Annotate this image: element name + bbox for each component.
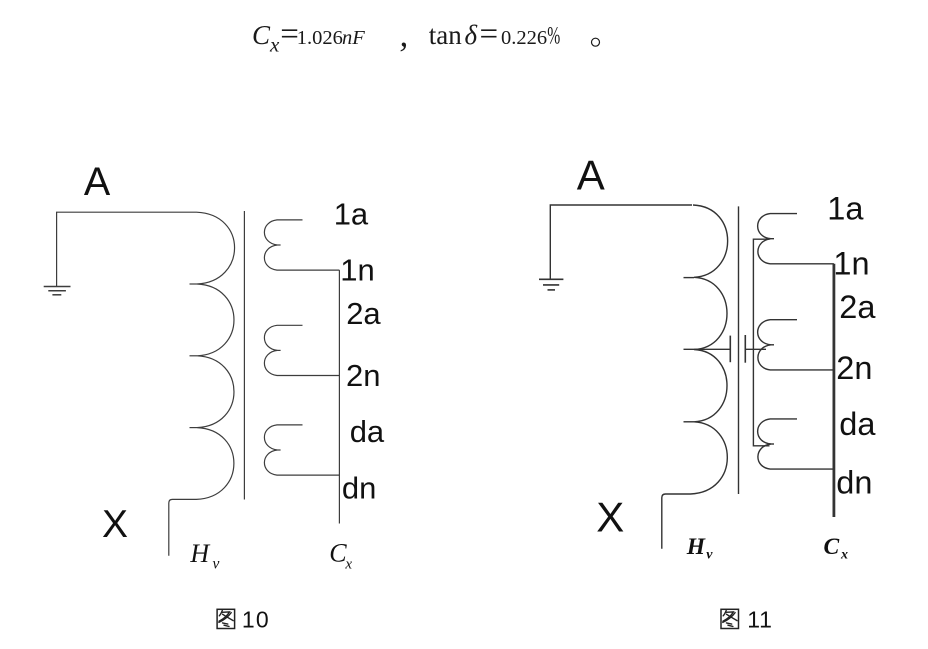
svg-text:1n: 1n [340,253,374,288]
svg-text:δ: δ [465,20,478,50]
svg-text:=: = [280,17,299,53]
svg-text:=: = [480,17,499,53]
svg-text:1.026: 1.026 [297,27,343,49]
svg-text:da: da [839,406,876,442]
svg-text:0.226: 0.226 [501,27,547,49]
svg-text:v: v [213,555,220,572]
svg-text:x: x [269,32,280,56]
svg-text:1n: 1n [833,245,869,281]
svg-text:10: 10 [242,606,270,632]
svg-text:2a: 2a [346,296,381,331]
svg-text:C: C [824,534,840,560]
svg-text:nF: nF [342,27,365,49]
svg-text:H: H [189,539,210,568]
svg-text:1a: 1a [827,191,864,227]
svg-text:x: x [344,557,352,573]
svg-text:%: % [547,22,560,49]
svg-text:C: C [252,20,271,50]
svg-text:H: H [686,534,706,560]
svg-text:X: X [596,493,624,540]
svg-text:,: , [400,15,409,54]
svg-text:1a: 1a [334,197,369,232]
svg-text:C: C [329,539,347,568]
svg-text:tan: tan [429,20,462,50]
svg-text:2a: 2a [839,289,876,325]
svg-text:x: x [840,548,848,563]
svg-text:dn: dn [342,471,376,506]
svg-text:da: da [350,414,385,449]
svg-text:11: 11 [747,606,772,632]
svg-text:dn: dn [836,464,872,500]
svg-text:A: A [577,152,605,199]
svg-text:v: v [706,548,713,563]
svg-text:2n: 2n [836,350,872,386]
svg-text:2n: 2n [346,358,380,393]
svg-text:A: A [84,160,111,204]
svg-text:X: X [102,503,128,546]
